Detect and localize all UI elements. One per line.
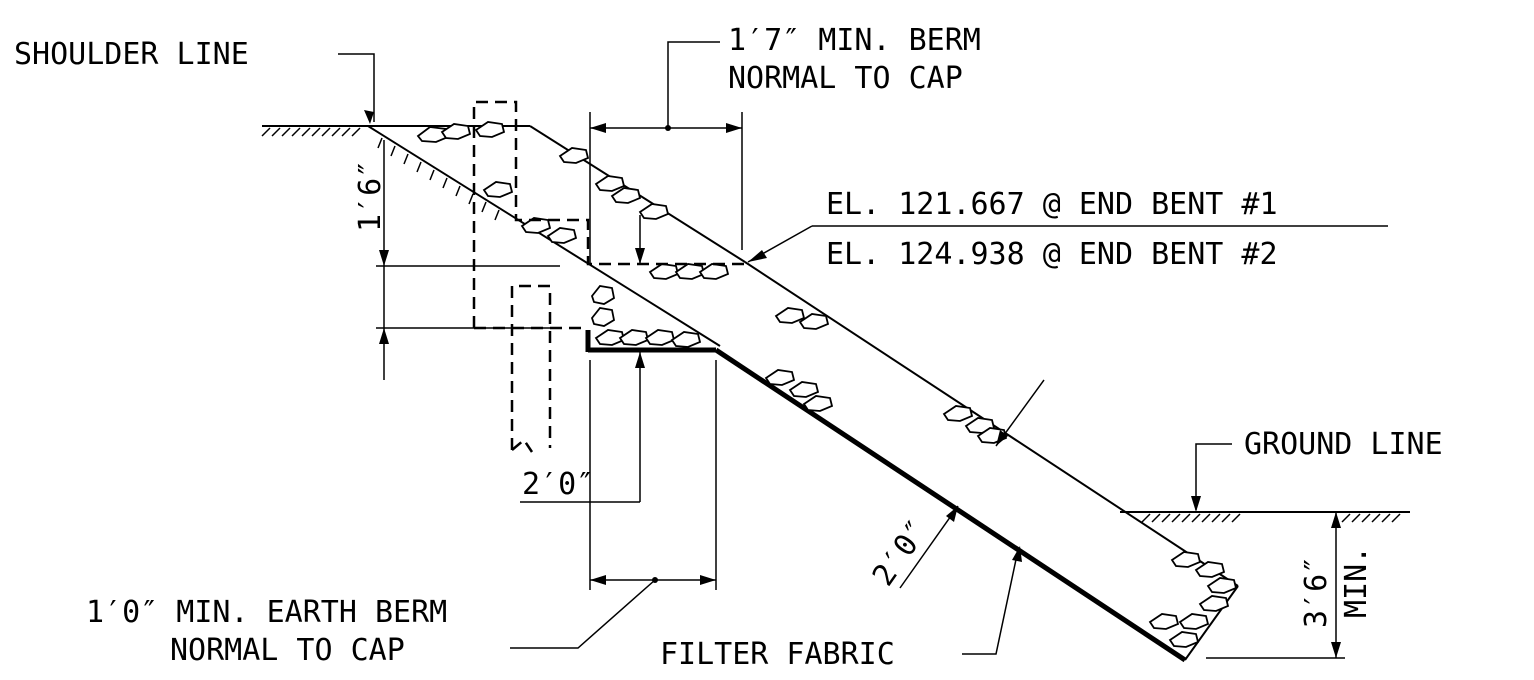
dim-1-6-label: 1′6″ — [353, 160, 388, 232]
elevation-callout: EL. 121.667 @ END BENT #1 EL. 124.938 @ … — [747, 187, 1388, 272]
dim-min-label: MIN. — [1339, 546, 1374, 618]
ground-line-label: GROUND LINE — [1244, 427, 1443, 462]
berm-top-label-line1: 1′7″ MIN. BERM — [728, 23, 981, 58]
elevation-label-1: EL. 121.667 @ END BENT #1 — [826, 187, 1278, 222]
dimension-1-6: 1′6″ — [353, 140, 560, 380]
dimension-3-6-min: 3′6″ MIN. — [1206, 511, 1374, 659]
ground-line-callout: GROUND LINE — [1191, 427, 1443, 512]
shoulder-ground — [261, 125, 1410, 523]
shoulder-line-label: SHOULDER LINE — [14, 37, 249, 72]
elevation-label-2: EL. 124.938 @ END BENT #2 — [826, 237, 1278, 272]
dimension-2-0-vertical: 2′0″ — [520, 215, 645, 503]
dim-2-0-left-label: 2′0″ — [522, 467, 594, 502]
dimension-earth-berm: 1′0″ MIN. EARTH BERM NORMAL TO CAP — [86, 360, 717, 668]
filter-fabric-callout: FILTER FABRIC — [660, 546, 1022, 672]
shoulder-hatching — [261, 127, 361, 137]
dim-3-6-label: 3′6″ — [1299, 556, 1334, 628]
filter-fabric-label: FILTER FABRIC — [660, 637, 895, 672]
berm-top-label-line2: NORMAL TO CAP — [728, 61, 963, 96]
earth-berm-label-line2: NORMAL TO CAP — [170, 633, 405, 668]
ground-hatching — [1141, 513, 1401, 523]
dimension-1-7-berm: 1′7″ MIN. BERM NORMAL TO CAP — [589, 23, 981, 264]
riprap-stones — [416, 121, 1238, 648]
embankment-hatching — [377, 137, 500, 221]
filter-fabric-slope-line — [714, 347, 1187, 663]
shoulder-line-callout: SHOULDER LINE — [14, 37, 375, 124]
earth-berm-label-line1: 1′0″ MIN. EARTH BERM — [86, 595, 447, 630]
